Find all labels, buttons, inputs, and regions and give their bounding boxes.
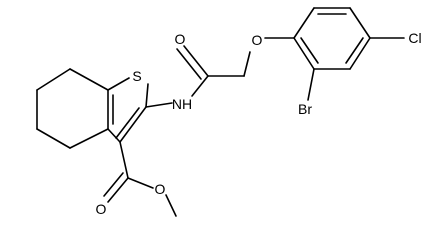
bond <box>191 75 209 97</box>
bond <box>243 51 251 77</box>
bond <box>36 128 71 149</box>
bond <box>307 68 315 101</box>
bond <box>145 102 173 108</box>
bond <box>349 37 371 70</box>
bond <box>349 7 371 39</box>
bond <box>145 83 149 108</box>
bond <box>293 7 315 39</box>
amide-oxygen-label: O <box>175 31 186 47</box>
bond <box>69 68 109 91</box>
bond <box>119 141 129 179</box>
chlorine-label: Cl <box>408 30 421 46</box>
bond <box>107 177 129 203</box>
bond <box>176 48 202 80</box>
bond <box>119 106 147 143</box>
ester-oxygen-label: O <box>155 181 166 197</box>
atom-labels: S NH O O Br Cl O O <box>96 30 422 217</box>
bond-lines <box>36 7 405 217</box>
bond <box>183 45 209 77</box>
ester-carbonyl-oxygen-label: O <box>96 201 107 217</box>
bond <box>165 194 177 217</box>
bond <box>103 172 124 197</box>
bond <box>107 128 121 143</box>
ether-oxygen-label: O <box>252 32 263 48</box>
amide-nitrogen-label: NH <box>172 96 192 112</box>
bond <box>300 37 319 64</box>
bond <box>69 128 109 149</box>
bromine-label: Br <box>298 101 312 117</box>
bond <box>345 37 364 64</box>
chemical-structure-diagram: S NH O O Br Cl O O <box>36 7 422 217</box>
bond <box>127 177 154 189</box>
bond <box>36 68 71 91</box>
molecule-canvas: S NH O O Br Cl O O <box>36 7 422 217</box>
bond <box>107 77 130 91</box>
bond <box>293 37 315 70</box>
bond <box>115 107 140 139</box>
sulfur-atom-label: S <box>132 68 141 84</box>
